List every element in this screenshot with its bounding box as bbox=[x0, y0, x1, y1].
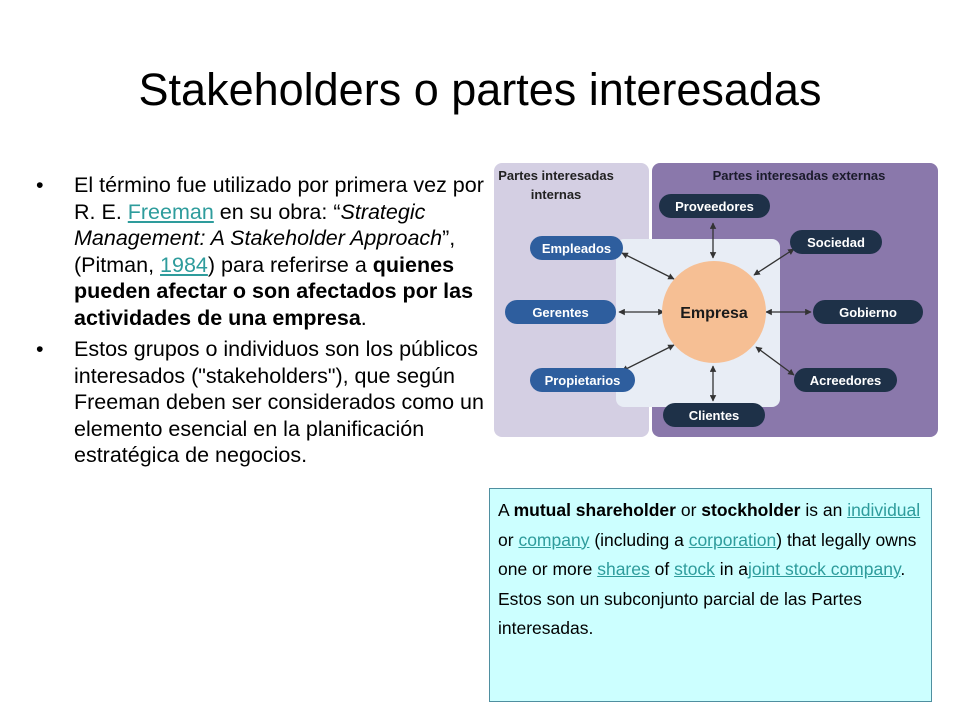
shares-link[interactable]: shares bbox=[597, 559, 650, 579]
bullet-item-groups: • Estos grupos o individuos son los públ… bbox=[36, 336, 484, 469]
infobox-text: (including a bbox=[589, 529, 689, 550]
infobox-text: is an bbox=[800, 500, 848, 520]
pill-gobierno bbox=[813, 300, 923, 324]
corporation-link[interactable]: corporation bbox=[688, 529, 777, 550]
joint-stock-company-link[interactable]: joint stock company bbox=[748, 559, 901, 579]
arrow-acreedores bbox=[755, 346, 795, 376]
pill-clientes-label: Clientes bbox=[689, 408, 740, 423]
internal-header-line1: Partes interesadas bbox=[498, 168, 614, 183]
bullet-list: • El término fue utilizado por primera v… bbox=[36, 172, 484, 474]
stock-link[interactable]: stock bbox=[674, 559, 715, 579]
internal-header-line2: internas bbox=[531, 187, 582, 202]
pill-sociedad-label: Sociedad bbox=[807, 235, 865, 250]
pill-gobierno-label: Gobierno bbox=[839, 305, 897, 320]
stakeholder-diagram: Partes interesadas internas Partes inter… bbox=[494, 163, 938, 437]
shareholder-definition-box: A mutual shareholder or stockholder is a… bbox=[489, 488, 932, 702]
bullet-text: Estos grupos o individuos son los públic… bbox=[74, 337, 484, 467]
arrow-propietarios bbox=[621, 344, 675, 372]
infobox-text: or bbox=[498, 529, 519, 550]
pill-acreedores-label: Acreedores bbox=[810, 373, 882, 388]
infobox-text: or bbox=[675, 500, 702, 520]
arrow-sociedad bbox=[753, 248, 795, 276]
bullet-text: El término fue utilizado por primera vez… bbox=[74, 173, 484, 224]
bullet-dot: • bbox=[36, 337, 44, 361]
external-header: Partes interesadas externas bbox=[713, 168, 886, 183]
empresa-circle bbox=[662, 261, 766, 363]
individual-link[interactable]: individual bbox=[847, 500, 921, 520]
pill-gerentes-label: Gerentes bbox=[532, 305, 588, 320]
infobox-text: A bbox=[498, 500, 514, 520]
bullet-text: ) para referirse a bbox=[207, 252, 373, 277]
bullet-item-origin: • El término fue utilizado por primera v… bbox=[36, 172, 484, 331]
infobox-text: . Estos son un subconjunto parcial de la… bbox=[498, 559, 906, 638]
bullet-text: . bbox=[360, 305, 367, 330]
book-title: Strategic Management: A Stakeholder Appr… bbox=[74, 199, 443, 251]
pill-clientes bbox=[663, 403, 765, 427]
pill-empleados bbox=[530, 236, 623, 260]
stockholder-term: stockholder bbox=[701, 500, 801, 520]
slide-title: Stakeholders o partes interesadas bbox=[138, 64, 822, 115]
empresa-label: Empresa bbox=[680, 305, 748, 322]
mutual-shareholder-term: mutual shareholder bbox=[513, 500, 676, 520]
year-link[interactable]: 1984 bbox=[160, 252, 208, 277]
definition-bold: quienes pueden afectar o son afectados p… bbox=[74, 252, 474, 330]
infobox-text: ) that legally owns one or more bbox=[498, 529, 917, 580]
bullet-text: ”, (Pitman, bbox=[74, 226, 456, 277]
pill-propietarios bbox=[530, 368, 635, 392]
pill-acreedores bbox=[794, 368, 897, 392]
arrow-empleados bbox=[621, 252, 675, 280]
pill-gerentes bbox=[505, 300, 616, 324]
bullet-text: en su obra: “ bbox=[213, 199, 341, 224]
pill-proveedores bbox=[659, 194, 770, 218]
pill-propietarios-label: Propietarios bbox=[545, 373, 621, 388]
infobox-text: of bbox=[649, 559, 675, 579]
pill-proveedores-label: Proveedores bbox=[675, 199, 754, 214]
pill-empleados-label: Empleados bbox=[542, 241, 611, 256]
pill-sociedad bbox=[790, 230, 882, 254]
company-link[interactable]: company bbox=[518, 529, 590, 550]
freeman-link[interactable]: Freeman bbox=[127, 199, 214, 224]
infobox-text: in a bbox=[714, 559, 749, 579]
bullet-dot: • bbox=[36, 173, 44, 197]
